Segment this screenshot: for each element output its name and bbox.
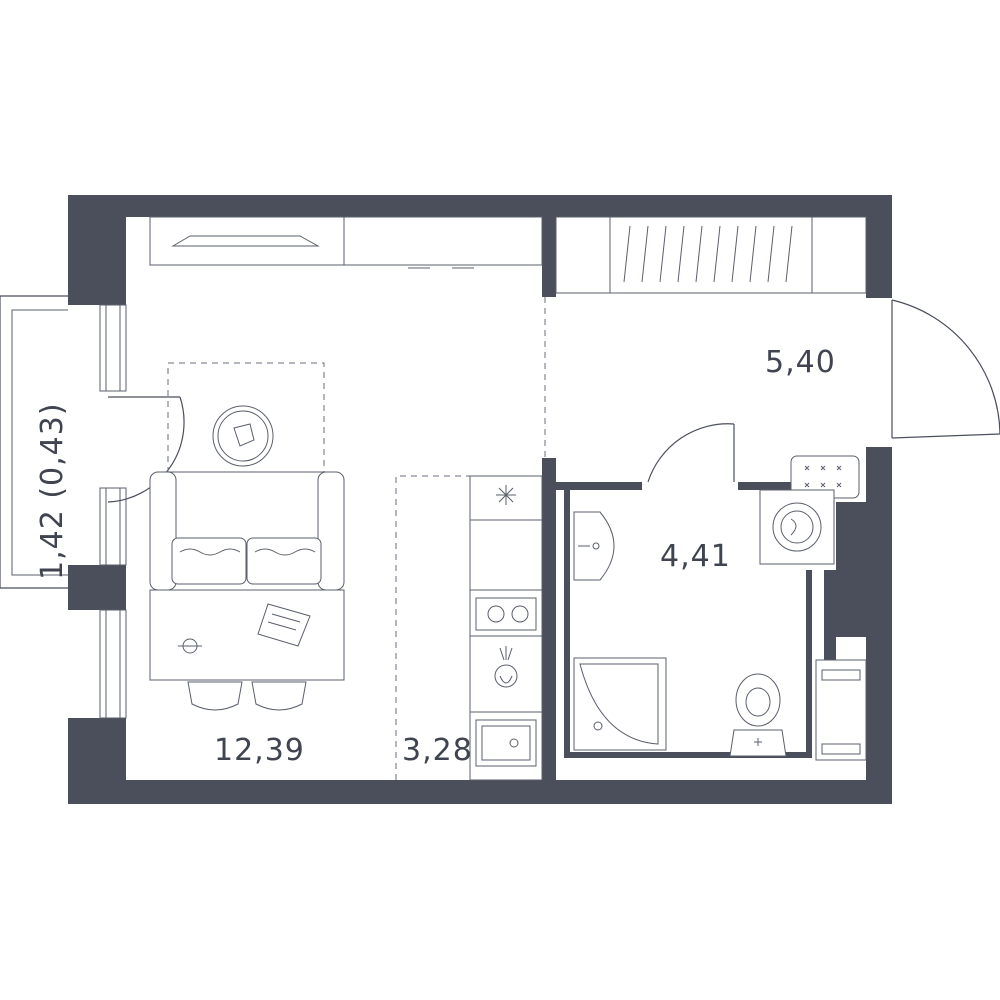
round-table-icon xyxy=(212,405,274,467)
sofa xyxy=(149,471,345,591)
kitchen-faucet-icon xyxy=(494,646,518,688)
wall-left-mid xyxy=(68,565,126,610)
towel-rack-icon xyxy=(815,659,867,761)
wall-bottom-window xyxy=(588,780,733,804)
bath-wall-left xyxy=(564,490,570,758)
entry-door xyxy=(891,299,1000,439)
wall-top xyxy=(68,195,892,217)
wall-bottom-mid xyxy=(248,780,588,804)
balcony-door xyxy=(107,396,185,503)
wall-left-upper xyxy=(68,195,126,305)
balcony xyxy=(0,295,68,589)
shower-tray-icon xyxy=(573,657,667,751)
shoe-cabinet-icon xyxy=(790,455,860,499)
bathroom-area: 4,41 xyxy=(660,539,731,574)
fridge-icon xyxy=(496,485,516,505)
wall-cabinets xyxy=(149,216,543,269)
kitchen-area: 3,28 xyxy=(402,733,473,768)
wall-right-lower xyxy=(866,637,892,804)
living-room-area: 12,39 xyxy=(214,733,305,768)
dining-table xyxy=(149,589,345,681)
shaft-edge xyxy=(824,570,836,660)
chairs xyxy=(187,681,307,711)
interior-walls xyxy=(542,217,836,780)
partition-lower xyxy=(542,458,556,780)
wall-right-mid xyxy=(866,447,892,502)
exterior-walls xyxy=(68,195,892,804)
window-left-mid xyxy=(99,487,127,566)
bath-wall-right xyxy=(806,570,812,758)
partition-upper xyxy=(542,217,556,297)
washing-machine-icon xyxy=(759,489,835,565)
cooktop-icon xyxy=(475,597,537,631)
hall-area: 5,40 xyxy=(765,345,836,380)
window-left-lower xyxy=(99,609,127,719)
bath-wall-top-right xyxy=(738,482,836,490)
wall-bottom-right xyxy=(733,780,892,804)
wall-bottom-left xyxy=(68,780,248,804)
toilet-icon xyxy=(729,673,787,757)
bath-wall-top-left xyxy=(556,482,642,490)
kitchen-sink-icon xyxy=(475,719,537,767)
laptop-icon xyxy=(257,603,311,647)
bathroom-door xyxy=(647,423,735,483)
wall-right-shaft xyxy=(836,502,892,637)
balcony-area-label: 1,42 (0,43) xyxy=(35,402,70,580)
wardrobe xyxy=(555,216,867,294)
washbasin-icon xyxy=(573,511,615,581)
window-left-upper xyxy=(99,304,127,392)
bath-wall-bottom xyxy=(564,752,812,758)
wall-right-upper xyxy=(866,195,892,298)
